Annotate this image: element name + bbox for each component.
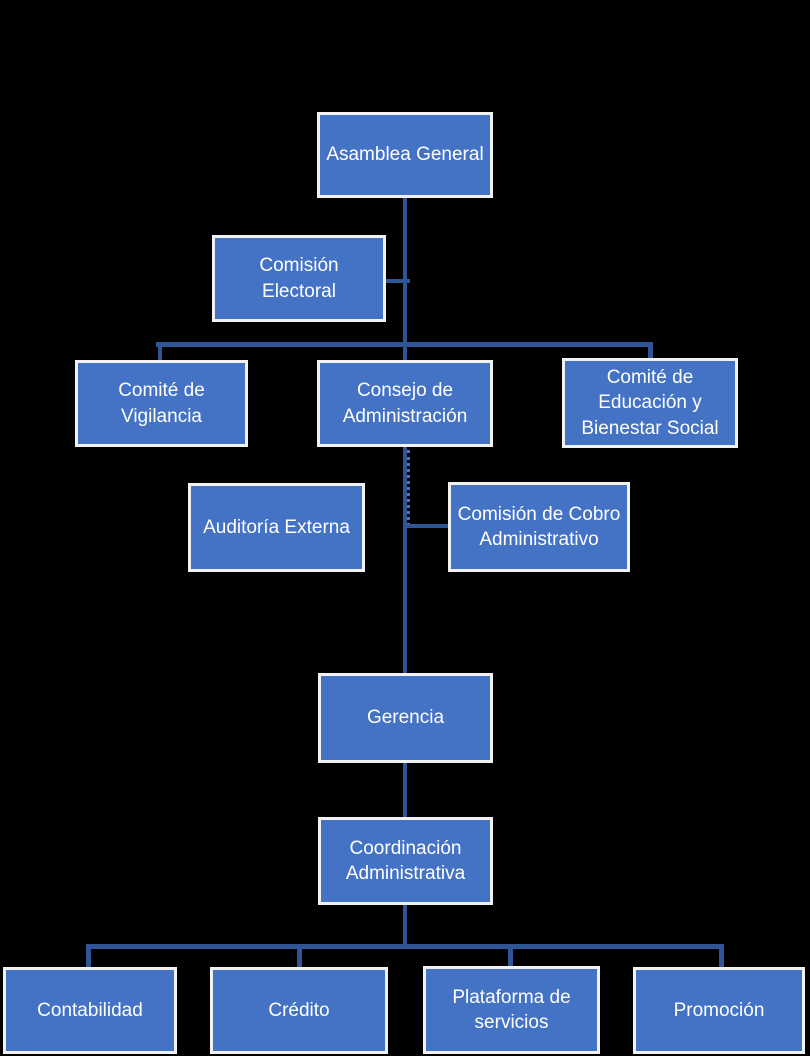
connector-bottom-split-horizontal [86, 944, 724, 949]
connector-gerencia-to-coordinacion [403, 762, 407, 819]
connector-coordinacion-to-split [403, 904, 407, 947]
org-node-label: Asamblea General [326, 144, 484, 166]
org-node-label: Crédito [268, 999, 330, 1021]
org-node-plataforma-servicios: Plataforma de servicios [423, 966, 600, 1054]
connector-electoral-stub [385, 279, 410, 283]
org-node-credito: Crédito [210, 967, 388, 1054]
org-node-asamblea-general: Asamblea General [317, 112, 493, 198]
org-node-label: Comité de Educación y Bienestar Social [581, 367, 719, 439]
org-node-label: Promoción [673, 999, 765, 1021]
connector-drop-credito [297, 944, 302, 968]
org-node-label: Auditoría Externa [203, 516, 350, 538]
org-node-contabilidad: Contabilidad [3, 967, 177, 1054]
connector-consejo-to-gerencia [403, 446, 407, 675]
connector-drop-educacion [648, 342, 653, 360]
org-node-comision-electoral: Comisión Electoral [212, 235, 386, 322]
org-node-comite-educacion-bienestar: Comité de Educación y Bienestar Social [562, 358, 738, 448]
org-node-label: Contabilidad [37, 999, 143, 1021]
org-node-comite-vigilancia: Comité de Vigilancia [75, 360, 248, 447]
org-node-promocion: Promoción [633, 967, 805, 1054]
org-node-label: Coordinación Administrativa [345, 837, 466, 884]
connector-drop-vigilancia [158, 342, 162, 362]
connector-cobro-horizontal [405, 524, 450, 528]
org-node-consejo-administracion: Consejo de Administración [317, 360, 493, 447]
org-node-label: Comisión de Cobro Administrativo [457, 503, 621, 550]
connector-drop-promocion [719, 944, 724, 968]
connector-drop-contabilidad [86, 944, 91, 968]
org-node-label: Consejo de Administración [342, 380, 468, 427]
org-node-comision-cobro-administrativo: Comisión de Cobro Administrativo [448, 482, 630, 572]
connector-asamblea-to-split [403, 197, 407, 346]
connector-drop-plataforma [508, 944, 513, 968]
connector-drop-consejo [403, 342, 407, 362]
org-node-label: Comisión Electoral [259, 255, 339, 302]
org-node-label: Gerencia [366, 707, 445, 729]
connector-dotted-consejo-to-cobro [407, 450, 410, 526]
org-node-label: Plataforma de servicios [452, 986, 571, 1033]
org-node-gerencia: Gerencia [318, 673, 493, 763]
org-node-coordinacion-administrativa: Coordinación Administrativa [318, 817, 493, 905]
org-node-auditoria-externa: Auditoría Externa [188, 483, 365, 572]
org-node-label: Comité de Vigilancia [118, 380, 205, 427]
